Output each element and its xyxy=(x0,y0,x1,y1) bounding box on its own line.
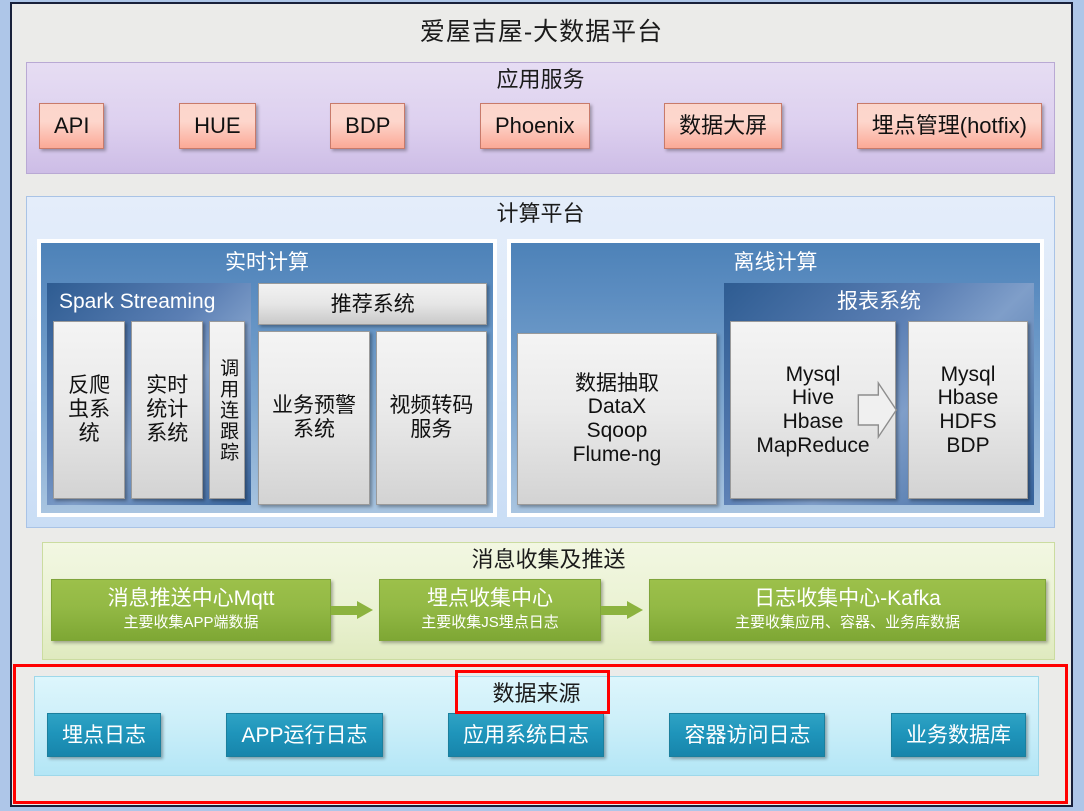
diagram-canvas: 爱屋吉屋-大数据平台 应用服务 API HUE BDP Phoenix 数据大屏… xyxy=(10,2,1073,807)
realtime-compute-title: 实时计算 xyxy=(225,251,309,274)
source-chip-application-system-log[interactable]: 应用系统日志 xyxy=(448,713,604,757)
page-title: 爱屋吉屋-大数据平台 xyxy=(419,18,664,46)
data-source-section: 数据来源 埋点日志 APP运行日志 应用系统日志 容器访问日志 业务数据库 xyxy=(34,676,1039,776)
arrow-right-icon-1 xyxy=(331,601,379,619)
offline-compute-body: 数据抽取 DataX Sqoop Flume-ng 报表系统 Mysql Hiv… xyxy=(511,283,1040,513)
application-service-section: 应用服务 API HUE BDP Phoenix 数据大屏 埋点管理(hotfi… xyxy=(26,62,1055,174)
report-system-items: Mysql Hive Hbase MapReduce Mysql Hba xyxy=(730,321,1028,499)
recommend-system-items: 业务预警系统 视频转码服务 xyxy=(258,331,487,505)
report-system-panel: 报表系统 Mysql Hive Hbase MapReduce xyxy=(724,283,1034,505)
leaf-business-alert-system[interactable]: 业务预警系统 xyxy=(258,331,370,505)
leaf-video-transcoding-service[interactable]: 视频转码服务 xyxy=(375,331,487,505)
offline-compute-box: 离线计算 数据抽取 DataX Sqoop Flume-ng 报表系统 xyxy=(511,243,1040,513)
leaf-call-chain-tracing[interactable]: 调用连跟踪 xyxy=(209,321,246,499)
spark-streaming-items: 反爬虫系统 实时统计系统 调用连跟踪 xyxy=(53,321,246,499)
compute-platform-section: 计算平台 实时计算 Spark Streaming 反爬虫系统 xyxy=(26,196,1055,528)
data-extraction-group: 数据抽取 DataX Sqoop Flume-ng xyxy=(517,283,717,505)
spark-streaming-panel: Spark Streaming 反爬虫系统 实时统计系统 调用连跟踪 xyxy=(47,283,252,505)
source-chip-business-database[interactable]: 业务数据库 xyxy=(890,713,1026,757)
source-chip-tracking-log[interactable]: 埋点日志 xyxy=(47,713,161,757)
app-chip-bdp[interactable]: BDP xyxy=(330,103,406,149)
app-chip-data-screen[interactable]: 数据大屏 xyxy=(664,103,783,149)
arrow-right-icon-2 xyxy=(601,601,649,619)
node-log-collection-center-kafka[interactable]: 日志收集中心-Kafka 主要收集应用、容器、业务库数据 xyxy=(649,579,1046,641)
node-tracking-collection-center-desc: 主要收集JS埋点日志 xyxy=(421,613,559,631)
app-chip-tracking-management[interactable]: 埋点管理(hotfix) xyxy=(856,103,1042,149)
node-log-collection-center-kafka-name: 日志收集中心-Kafka xyxy=(754,586,941,610)
node-tracking-collection-center-name: 埋点收集中心 xyxy=(427,586,553,610)
application-service-items: API HUE BDP Phoenix 数据大屏 埋点管理(hotfix) xyxy=(27,103,1054,149)
application-service-title: 应用服务 xyxy=(496,67,585,92)
realtime-compute-column: 实时计算 Spark Streaming 反爬虫系统 实时统计系统 xyxy=(37,239,497,517)
realtime-compute-box: 实时计算 Spark Streaming 反爬虫系统 实时统计系统 xyxy=(41,243,493,513)
offline-compute-title: 离线计算 xyxy=(733,251,818,274)
node-message-push-center[interactable]: 消息推送中心Mqtt 主要收集APP端数据 xyxy=(51,579,331,641)
leaf-report-target-store[interactable]: Mysql Hbase HDFS BDP xyxy=(908,321,1028,499)
source-chip-container-access-log[interactable]: 容器访问日志 xyxy=(669,713,826,757)
message-collection-section: 消息收集及推送 消息推送中心Mqtt 主要收集APP端数据 埋点收集中心 主要收… xyxy=(42,542,1055,660)
source-chip-app-runtime-log[interactable]: APP运行日志 xyxy=(226,713,383,757)
report-system-title: 报表系统 xyxy=(837,290,921,313)
app-chip-api[interactable]: API xyxy=(39,103,105,149)
leaf-anti-crawler-system[interactable]: 反爬虫系统 xyxy=(53,321,126,499)
message-collection-title: 消息收集及推送 xyxy=(471,547,626,572)
data-source-items: 埋点日志 APP运行日志 应用系统日志 容器访问日志 业务数据库 xyxy=(35,713,1038,757)
node-message-push-center-desc: 主要收集APP端数据 xyxy=(123,613,259,631)
app-chip-hue[interactable]: HUE xyxy=(179,103,256,149)
recommend-system-title[interactable]: 推荐系统 xyxy=(258,283,487,325)
right-chevron-icon xyxy=(856,379,898,441)
compute-platform-columns: 实时计算 Spark Streaming 反爬虫系统 实时统计系统 xyxy=(37,239,1044,517)
message-collection-flow: 消息推送中心Mqtt 主要收集APP端数据 埋点收集中心 主要收集JS埋点日志 … xyxy=(43,579,1054,641)
compute-platform-title: 计算平台 xyxy=(496,201,585,226)
data-source-title: 数据来源 xyxy=(492,681,581,706)
node-message-push-center-name: 消息推送中心Mqtt xyxy=(107,586,275,610)
realtime-compute-body: Spark Streaming 反爬虫系统 实时统计系统 调用连跟踪 xyxy=(41,283,493,513)
node-tracking-collection-center[interactable]: 埋点收集中心 主要收集JS埋点日志 xyxy=(379,579,601,641)
spark-streaming-title: Spark Streaming xyxy=(59,290,216,313)
leaf-data-extraction[interactable]: 数据抽取 DataX Sqoop Flume-ng xyxy=(517,333,717,505)
node-log-collection-center-kafka-desc: 主要收集应用、容器、业务库数据 xyxy=(734,613,960,631)
app-chip-phoenix[interactable]: Phoenix xyxy=(480,103,590,149)
leaf-realtime-statistics-system[interactable]: 实时统计系统 xyxy=(131,321,204,499)
recommend-system-group: 推荐系统 业务预警系统 视频转码服务 xyxy=(258,283,487,505)
offline-compute-column: 离线计算 数据抽取 DataX Sqoop Flume-ng 报表系统 xyxy=(507,239,1044,517)
